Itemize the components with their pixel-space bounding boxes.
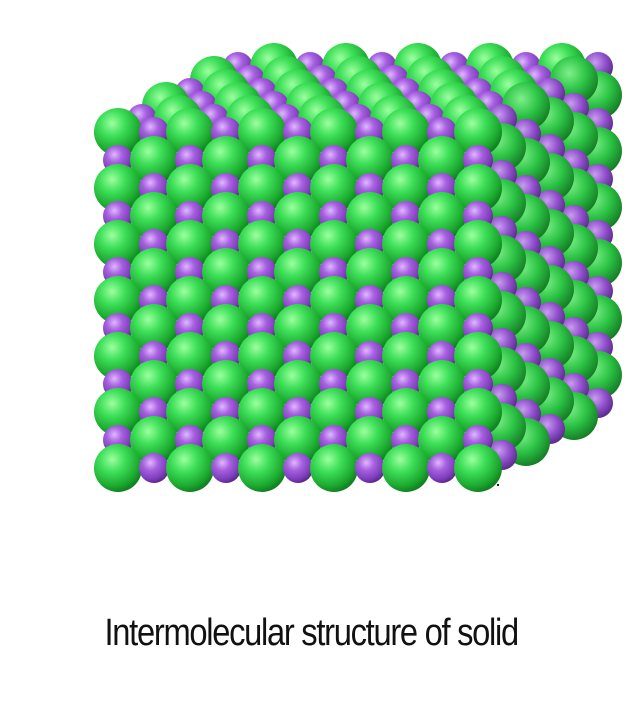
large-green-sphere — [166, 220, 214, 268]
large-green-sphere — [310, 276, 358, 324]
large-green-sphere — [418, 136, 466, 184]
large-green-sphere — [94, 276, 142, 324]
large-green-sphere — [274, 192, 322, 240]
large-green-sphere — [382, 388, 430, 436]
large-green-sphere — [418, 360, 466, 408]
large-green-sphere — [310, 164, 358, 212]
large-green-sphere — [130, 136, 178, 184]
large-green-sphere — [454, 276, 502, 324]
large-green-sphere — [454, 220, 502, 268]
large-green-sphere — [310, 108, 358, 156]
large-green-sphere — [382, 164, 430, 212]
large-green-sphere — [310, 444, 358, 492]
large-green-sphere — [346, 136, 394, 184]
large-green-sphere — [130, 304, 178, 352]
large-green-sphere — [274, 304, 322, 352]
large-green-sphere — [166, 444, 214, 492]
large-green-sphere — [130, 248, 178, 296]
large-green-sphere — [166, 332, 214, 380]
large-green-sphere — [202, 248, 250, 296]
large-green-sphere — [346, 248, 394, 296]
large-green-sphere — [202, 192, 250, 240]
large-green-sphere — [418, 248, 466, 296]
large-green-sphere — [310, 388, 358, 436]
large-green-sphere — [454, 332, 502, 380]
large-green-sphere — [202, 360, 250, 408]
large-green-sphere — [202, 304, 250, 352]
large-green-sphere — [166, 108, 214, 156]
large-green-sphere — [418, 192, 466, 240]
large-green-sphere — [130, 192, 178, 240]
large-green-sphere — [130, 360, 178, 408]
stray-dot — [497, 484, 499, 486]
small-purple-sphere — [427, 453, 457, 483]
large-green-sphere — [454, 108, 502, 156]
large-green-sphere — [382, 332, 430, 380]
atom-spheres — [94, 43, 622, 492]
large-green-sphere — [382, 108, 430, 156]
large-green-sphere — [94, 388, 142, 436]
large-green-sphere — [454, 164, 502, 212]
large-green-sphere — [166, 276, 214, 324]
large-green-sphere — [238, 444, 286, 492]
large-green-sphere — [238, 276, 286, 324]
large-green-sphere — [454, 388, 502, 436]
small-purple-sphere — [139, 453, 169, 483]
large-green-sphere — [274, 360, 322, 408]
large-green-sphere — [94, 164, 142, 212]
large-green-sphere — [382, 220, 430, 268]
figure-caption: Intermolecular structure of solid — [104, 612, 520, 654]
small-purple-sphere — [355, 453, 385, 483]
large-green-sphere — [238, 332, 286, 380]
large-green-sphere — [382, 444, 430, 492]
small-purple-sphere — [211, 453, 241, 483]
large-green-sphere — [94, 220, 142, 268]
large-green-sphere — [238, 108, 286, 156]
large-green-sphere — [346, 416, 394, 464]
large-green-sphere — [238, 164, 286, 212]
large-green-sphere — [274, 136, 322, 184]
large-green-sphere — [382, 276, 430, 324]
large-green-sphere — [202, 136, 250, 184]
large-green-sphere — [454, 444, 502, 492]
large-green-sphere — [274, 248, 322, 296]
large-green-sphere — [274, 416, 322, 464]
large-green-sphere — [310, 220, 358, 268]
large-green-sphere — [346, 192, 394, 240]
large-green-sphere — [166, 388, 214, 436]
large-green-sphere — [346, 304, 394, 352]
large-green-sphere — [94, 444, 142, 492]
large-green-sphere — [418, 416, 466, 464]
large-green-sphere — [238, 388, 286, 436]
small-purple-sphere — [283, 453, 313, 483]
large-green-sphere — [94, 332, 142, 380]
large-green-sphere — [130, 416, 178, 464]
crystal-lattice-figure — [94, 43, 622, 492]
large-green-sphere — [202, 416, 250, 464]
large-green-sphere — [418, 304, 466, 352]
large-green-sphere — [346, 360, 394, 408]
large-green-sphere — [166, 164, 214, 212]
large-green-sphere — [238, 220, 286, 268]
large-green-sphere — [94, 108, 142, 156]
large-green-sphere — [310, 332, 358, 380]
